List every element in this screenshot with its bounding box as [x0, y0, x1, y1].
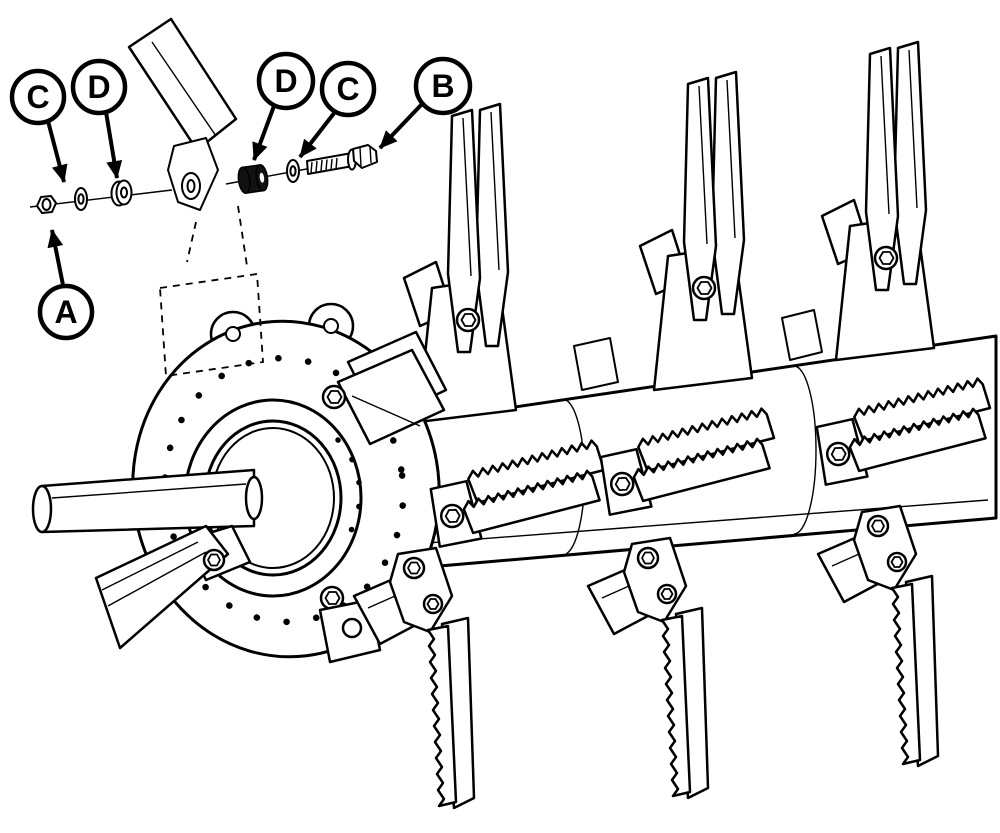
drive-shaft: [31, 468, 264, 534]
callout-d-2: D: [252, 51, 316, 161]
upper-blade-pair-2: [638, 70, 754, 392]
callout-c-2-label: C: [336, 71, 359, 107]
mount-blade-bracket: [127, 17, 238, 211]
callout-c-1-arrow: [46, 120, 68, 183]
callout-d-2-label: D: [274, 63, 297, 99]
callout-d-1-label: D: [87, 69, 110, 105]
callout-d-2-arrow: [252, 105, 276, 161]
callout-d-1-arrow: [104, 111, 123, 179]
washer-c-right: [286, 159, 300, 183]
callout-b-label: B: [431, 68, 454, 104]
nut-a: [36, 195, 57, 214]
callout-b-arrow: [378, 102, 424, 150]
callout-c-2: C: [298, 60, 377, 159]
washer-d-left: [110, 179, 133, 207]
disc-top-flail: [321, 330, 448, 446]
bolt-b: [306, 144, 378, 175]
exploded-hardware: [29, 17, 378, 378]
disc-bottom-flail: [94, 524, 382, 664]
ghost-leader-line-1: [186, 221, 197, 263]
callout-d-1: D: [70, 58, 128, 179]
callout-c-1: C: [9, 68, 68, 183]
callout-b: B: [378, 56, 473, 150]
callout-a-label: A: [54, 294, 77, 330]
upper-blade-pair-3: [820, 40, 936, 362]
lower-flail-2: [586, 536, 710, 800]
ghost-outline: [159, 272, 264, 378]
callout-a-arrow: [47, 229, 65, 286]
ghost-leader-line-2: [237, 205, 248, 267]
callout-c-1-label: C: [26, 79, 49, 115]
lower-flail-3: [816, 504, 940, 768]
spacer-d: [237, 164, 269, 194]
lower-flail-1: [352, 546, 476, 810]
drum-lug-2: [781, 309, 823, 361]
callout-c-2-arrow: [298, 110, 337, 159]
washer-c-left: [74, 187, 88, 211]
drum-lug-1: [573, 337, 619, 391]
callout-a: A: [37, 229, 95, 341]
